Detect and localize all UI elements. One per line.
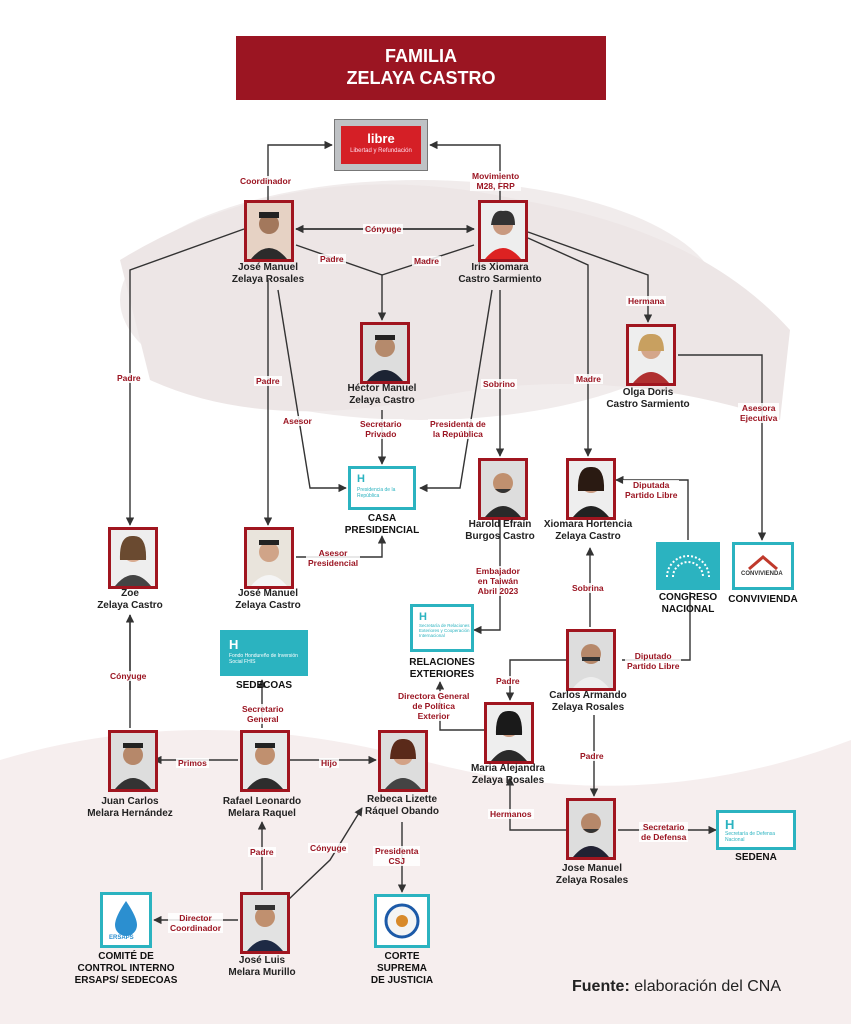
source-text: elaboración del CNA xyxy=(634,978,781,995)
sedecoas-logo: H Fondo Hondureño de Inversión Social FH… xyxy=(220,630,308,676)
label-madre-2: Madre xyxy=(574,374,604,384)
label-padre-carlos: Padre xyxy=(578,751,606,761)
portrait-olga-doris-castro-sarmiento xyxy=(626,324,676,386)
title-line-2: ZELAYA CASTRO xyxy=(346,68,496,88)
sedena-logo: H Secretaría de Defensa Nacional xyxy=(716,810,796,850)
libre-logo-slogan: Libertad y Refundación xyxy=(350,148,412,154)
portrait-jose-luis-melara-murillo xyxy=(240,892,290,954)
portrait-rafael-leonardo-melara-raquel xyxy=(240,730,290,792)
portrait-jose-manuel-zelaya-castro xyxy=(244,527,294,589)
label-sobrino: Sobrino xyxy=(481,379,518,389)
portrait-iris-xiomara-castro-sarmiento xyxy=(478,200,528,262)
casa-logo-text: Presidencia de la República xyxy=(357,487,396,499)
corte-suprema-logo xyxy=(374,894,430,948)
portrait-xiomara-hortencia-zelaya-castro xyxy=(566,458,616,520)
portrait-zoe-zelaya-castro xyxy=(108,527,158,589)
label-coordinador: Coordinador xyxy=(238,176,293,186)
convivienda-logo: CONVIVIENDA xyxy=(732,542,794,590)
convivienda-logo-text: CONVIVIENDA xyxy=(741,571,783,577)
libre-logo-word: libre xyxy=(367,131,395,146)
label-conyuge-zoe: Cónyuge xyxy=(108,671,149,681)
label-hermanos: Hermanos xyxy=(488,809,534,819)
portrait-harold-efrain-burgos-castro xyxy=(478,458,528,520)
portrait-hector-manuel-zelaya-castro xyxy=(360,322,410,384)
label-hijo: Hijo xyxy=(319,758,340,768)
relaciones-exteriores-logo: H Secretaría de Relaciones Exteriores y … xyxy=(410,604,474,652)
label-hermana: Hermana xyxy=(626,296,667,306)
ersaps-logo: ERSAPS xyxy=(100,892,152,948)
label-padre-rafael: Padre xyxy=(248,847,276,857)
label-padre-maria: Padre xyxy=(494,676,522,686)
title-line-1: FAMILIA xyxy=(385,46,457,66)
portrait-maria-alejandra-zelaya-rosales xyxy=(484,702,534,764)
portrait-jose-manuel-zelaya-rosales xyxy=(244,200,294,262)
libre-party-logo: libre Libertad y Refundación xyxy=(334,119,428,171)
label-asesor: Asesor xyxy=(281,416,314,426)
portrait-juan-carlos-melara-hernandez xyxy=(108,730,158,792)
label-primos: Primos xyxy=(176,758,209,768)
source-label: Fuente: xyxy=(572,978,630,995)
label-sedecoas: SEDECOAS xyxy=(235,680,293,691)
congreso-nacional-logo xyxy=(656,542,720,590)
sedecoas-logo-text: Fondo Hondureño de Inversión Social FHIS xyxy=(229,653,298,665)
label-madre-1: Madre xyxy=(412,256,442,266)
title-banner: FAMILIA ZELAYA CASTRO xyxy=(236,36,606,100)
label-convivienda: CONVIVIENDA xyxy=(728,594,798,605)
ersaps-logo-text: ERSAPS xyxy=(109,935,134,941)
sedena-logo-text: Secretaría de Defensa Nacional xyxy=(725,831,776,843)
label-padre-zoe: Padre xyxy=(115,373,143,383)
portrait-jose-manuel-zelaya-rosales-2 xyxy=(566,798,616,860)
relext-logo-text: Secretaría de Relaciones Exteriores y Co… xyxy=(419,623,470,638)
label-sobrina: Sobrina xyxy=(570,583,606,593)
portrait-rebeca-lizette-raquel-obando xyxy=(378,730,428,792)
label-padre-jm: Padre xyxy=(254,376,282,386)
source-note: Fuente: elaboración del CNA xyxy=(572,978,781,996)
label-sedena: SEDENA xyxy=(735,852,777,863)
label-conyuge-rebeca: Cónyuge xyxy=(308,843,349,853)
label-conyuge-1: Cónyuge xyxy=(363,224,404,234)
label-padre-1: Padre xyxy=(318,254,346,264)
portrait-carlos-armando-zelaya-rosales xyxy=(566,629,616,691)
casa-presidencial-logo: H Presidencia de la República xyxy=(348,466,416,510)
